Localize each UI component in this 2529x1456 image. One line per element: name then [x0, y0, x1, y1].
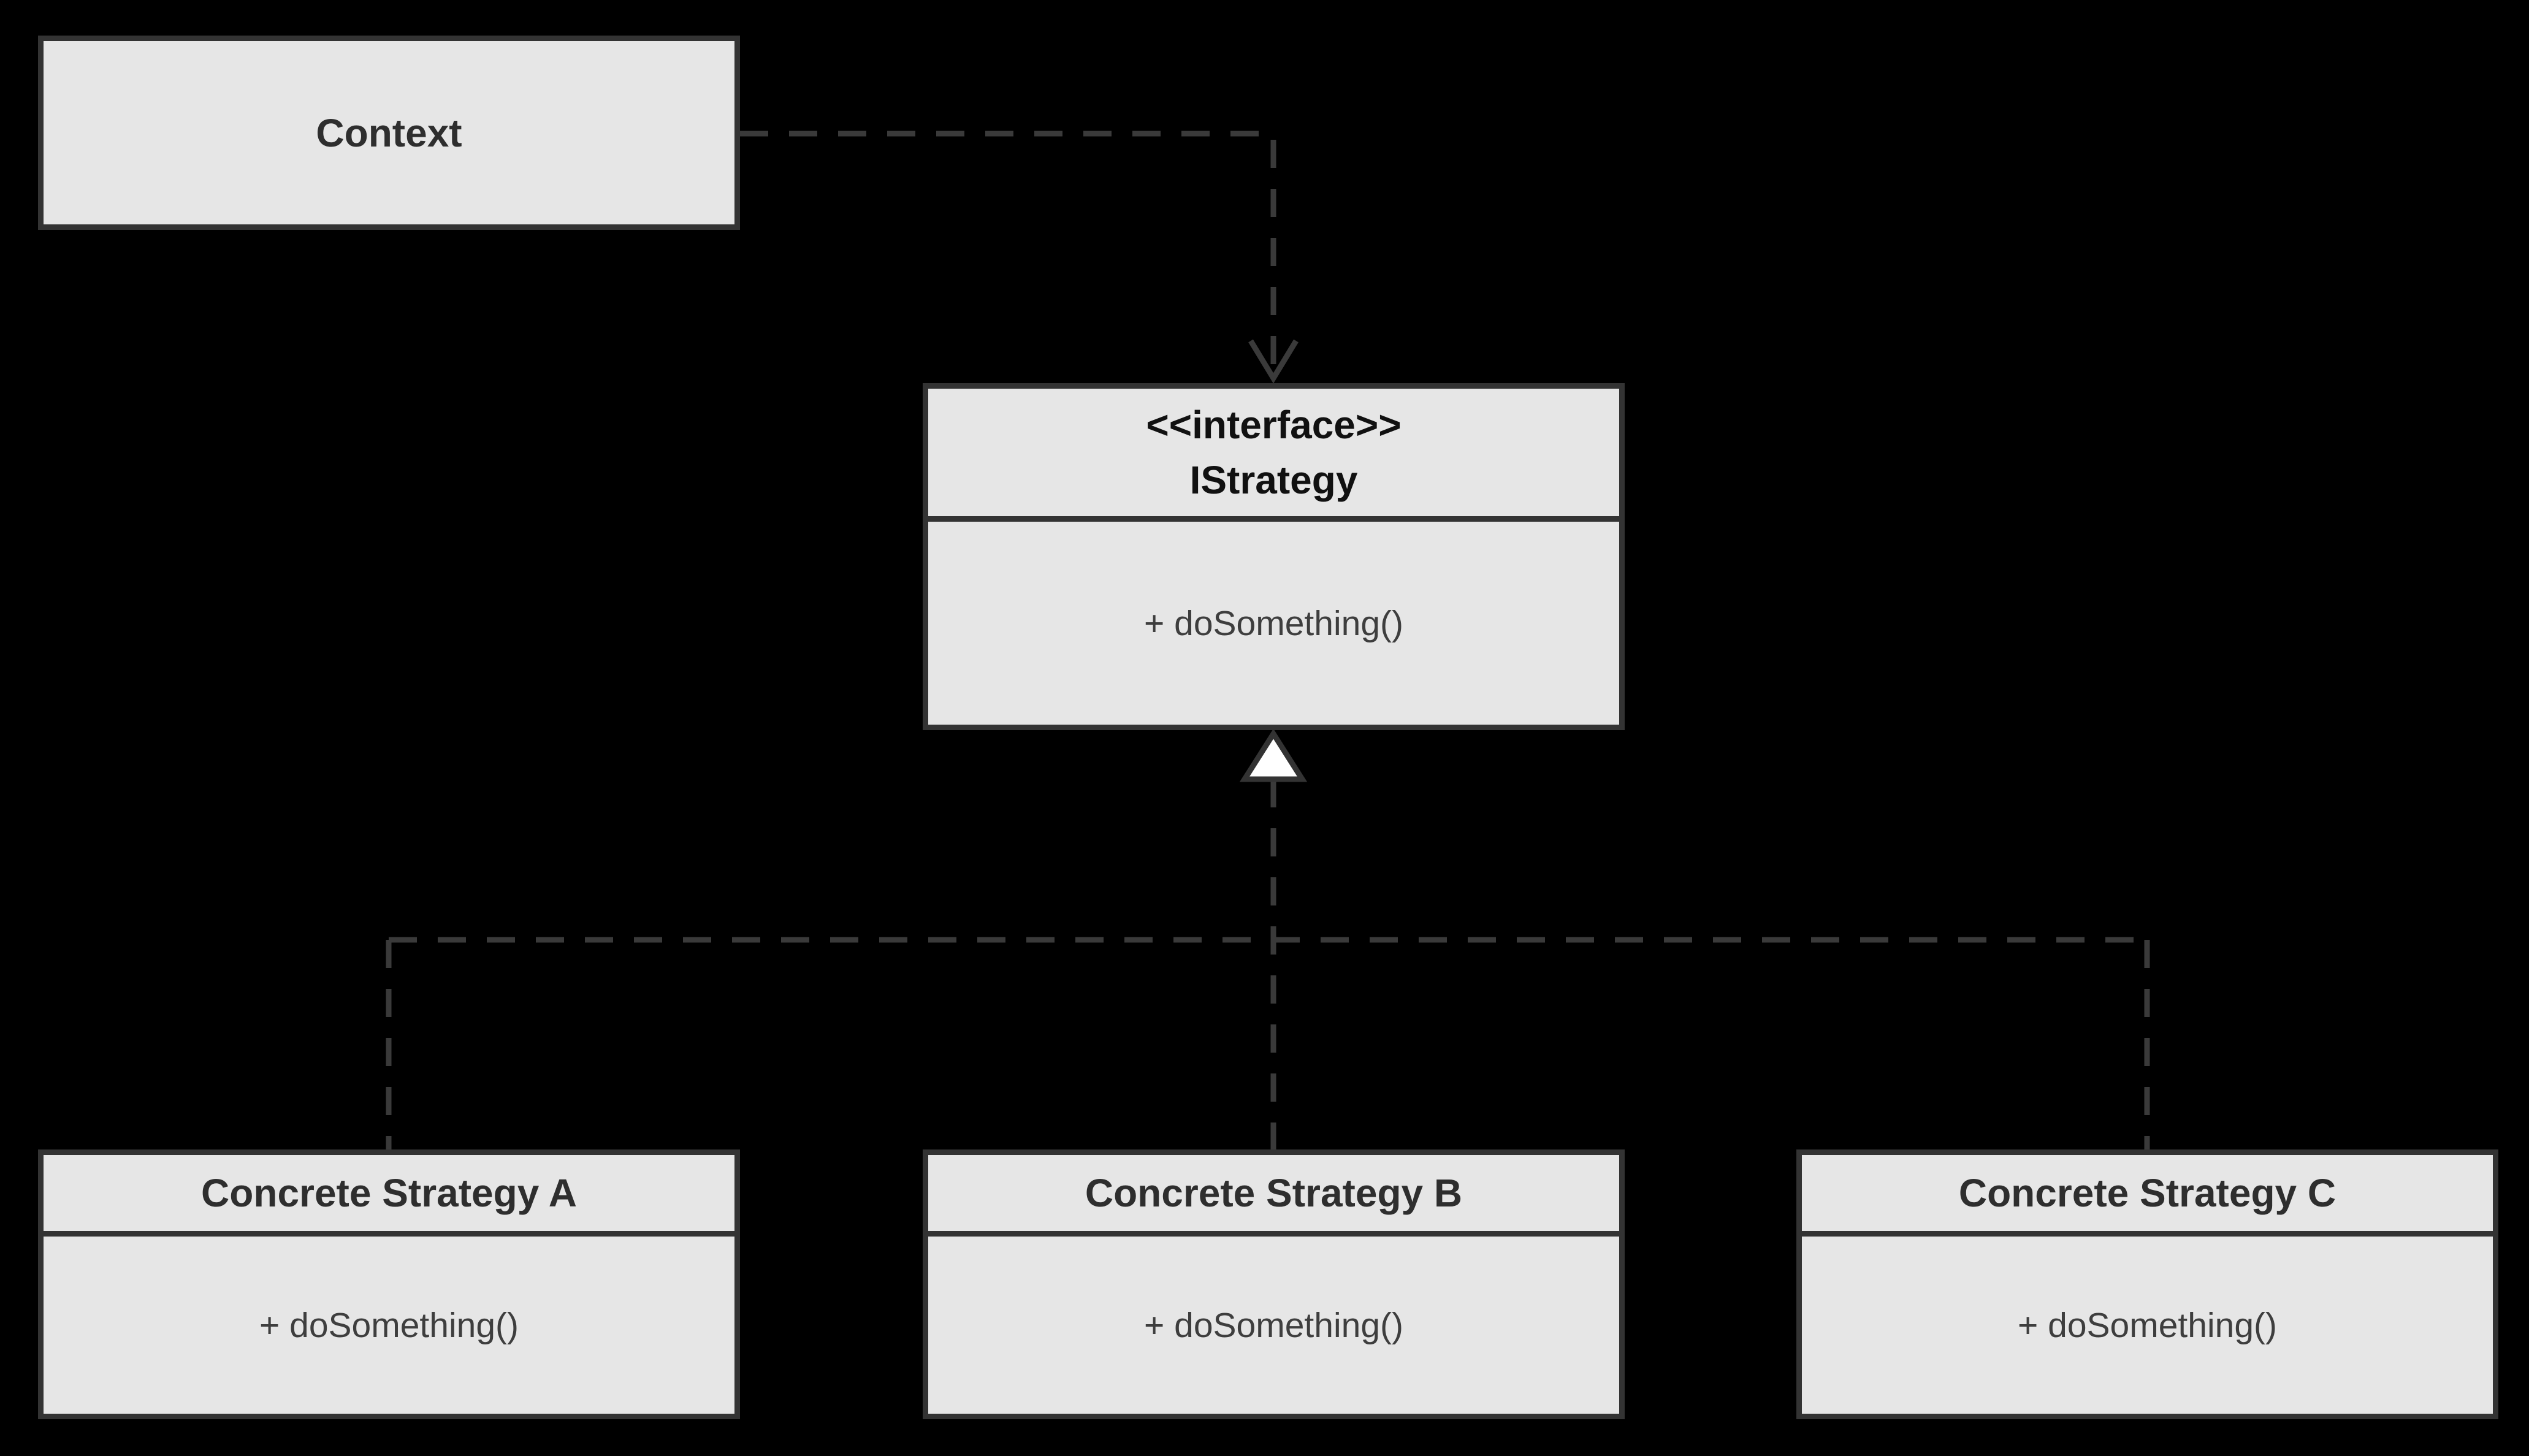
method-label-concrete-strategy-a: + doSomething(): [259, 1305, 519, 1345]
class-header-concrete-strategy-b: Concrete Strategy B: [928, 1155, 1619, 1237]
method-label-concrete-strategy-b: + doSomething(): [1144, 1305, 1403, 1345]
open-arrowhead-icon: [1248, 339, 1299, 384]
class-box-concrete-strategy-a: Concrete Strategy A + doSomething(): [38, 1149, 740, 1419]
class-title-concrete-strategy-c: Concrete Strategy C: [1958, 1171, 2336, 1215]
class-box-concrete-strategy-c: Concrete Strategy C + doSomething(): [1796, 1149, 2498, 1419]
class-title-context: Context: [316, 110, 462, 155]
dependency-connector-context-to-istrategy: [740, 131, 1276, 368]
class-header-concrete-strategy-c: Concrete Strategy C: [1802, 1155, 2493, 1237]
method-label-istrategy: + doSomething(): [1144, 603, 1403, 643]
stereotype-label: <<interface>>: [1146, 403, 1402, 447]
class-box-istrategy: <<interface>> IStrategy + doSomething(): [923, 383, 1625, 730]
class-body-concrete-strategy-a: + doSomething(): [44, 1237, 734, 1414]
class-box-context: Context: [38, 36, 740, 230]
class-title-concrete-strategy-a: Concrete Strategy A: [201, 1171, 577, 1215]
class-body-concrete-strategy-b: + doSomething(): [928, 1237, 1619, 1414]
class-title-concrete-strategy-b: Concrete Strategy B: [1085, 1171, 1463, 1215]
class-header-istrategy: <<interface>> IStrategy: [928, 389, 1619, 522]
class-box-concrete-strategy-b: Concrete Strategy B + doSomething(): [923, 1149, 1625, 1419]
class-body-concrete-strategy-c: + doSomething(): [1802, 1237, 2493, 1414]
class-header-concrete-strategy-a: Concrete Strategy A: [44, 1155, 734, 1237]
hollow-triangle-icon: [1239, 728, 1308, 782]
method-label-concrete-strategy-c: + doSomething(): [2018, 1305, 2277, 1345]
class-title-istrategy: IStrategy: [1189, 458, 1358, 502]
class-body-istrategy: + doSomething(): [928, 522, 1619, 725]
